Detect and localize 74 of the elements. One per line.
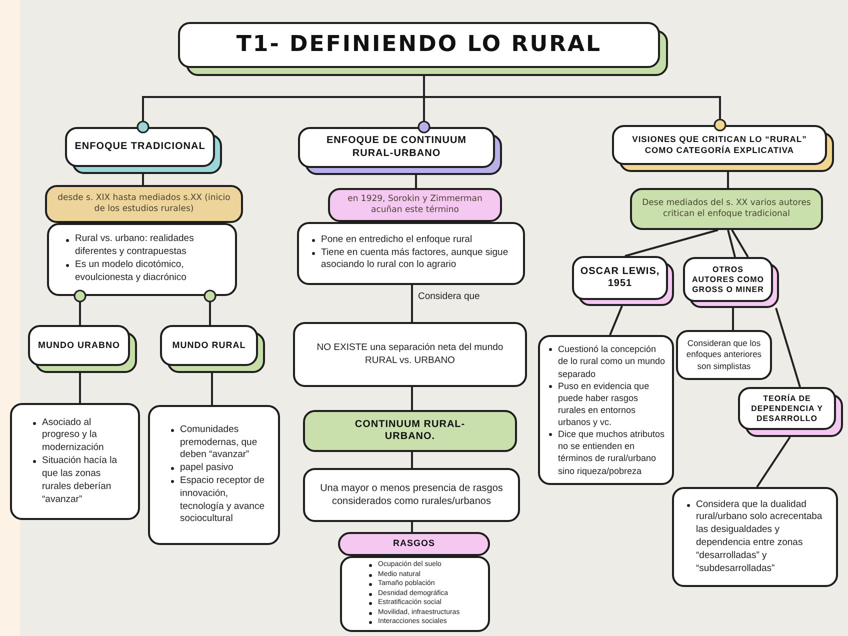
connector-line — [624, 229, 718, 257]
edge-label: Considera que — [416, 291, 482, 302]
list-item: Espacio receptor de innovación, tecnología y avance sociocultural — [168, 475, 268, 526]
heading-card — [160, 325, 265, 373]
list-item: Tiene en cuenta más factores, aunque sigue asociando lo rural con lo agrario — [309, 246, 517, 272]
heading-card — [572, 256, 674, 306]
banner-text: en 1929, Sorokin y Zimmerman acuñan este término — [346, 194, 484, 216]
list-item: Rural vs. urbano: realidades diferentes y contrapuestas — [63, 233, 229, 259]
list-item: Comunidades premodernas, que deben “avanzar” — [168, 424, 268, 462]
connector-line — [411, 387, 413, 410]
heading-card — [28, 325, 137, 373]
bullet-list-box — [340, 556, 490, 632]
heading-card — [612, 125, 834, 172]
heading-text: TEORÍA DE DEPENDENCIA Y DESARROLLO — [750, 394, 824, 424]
list-item: Situación hacía la que las zonas rurales deberían “avanzar” — [30, 455, 126, 506]
text-box — [676, 330, 772, 380]
list-item: papel pasivo — [168, 462, 268, 475]
heading-text: MUNDO RURAL — [172, 340, 246, 352]
info-banner — [45, 185, 243, 223]
body-text: Una mayor o menos presencia de rasgos considerados como rurales/urbanos — [319, 482, 504, 508]
info-banner — [328, 188, 502, 222]
connector-line — [609, 306, 623, 336]
heading-text: RASGOS — [392, 538, 435, 550]
list-item: Considera que la dualidad rural/urbano solo acrecentaba las desigualdades y dependencia entre zonas “desarrolladas” y “subdesarrolladas” — [684, 498, 830, 576]
heading-card — [338, 532, 490, 556]
connector-line — [74, 290, 86, 325]
bullet-list-box — [47, 223, 237, 296]
list-item: Pone en entredicho el enfoque rural — [309, 234, 517, 247]
connector-line — [423, 76, 726, 132]
connector-line — [727, 172, 729, 188]
list-item: Asociado al progreso y la modernización — [30, 416, 126, 456]
connector-line — [411, 285, 413, 322]
heading-text: ENFOQUE TRADICIONAL — [74, 140, 206, 154]
banner-text: Dese mediados del s. XX varios autores critican el enfoque tradicional — [641, 198, 812, 220]
bullet-list-box — [538, 335, 674, 485]
banner-text: desde s. XIX hasta mediados s.XX (inicio de los estudios rurales) — [56, 192, 232, 216]
heading-card — [303, 410, 517, 452]
heading-text: OTROS AUTORES COMO GROSS O MINER — [691, 264, 765, 294]
text-box — [293, 322, 527, 387]
info-banner — [630, 188, 823, 230]
body-text: NO EXISTE una separación neta del mundo RURAL vs. URBANO — [316, 342, 504, 367]
list-item: Cuestionó la concepción de lo rural como un mundo separado — [546, 343, 666, 380]
connector-line — [415, 175, 417, 188]
connector-line — [756, 436, 791, 488]
heading-text: MUNDO URABNO — [38, 340, 120, 352]
heading-text: ENFOQUE DE CONTINUUM RURAL-URBANO — [326, 135, 468, 160]
heading-text: VISIONES QUE CRITICAN LO “RURAL” COMO CATEGORÍA EXPLICATIVA — [631, 134, 808, 156]
connector-line — [775, 308, 801, 388]
connector-line — [732, 308, 734, 330]
heading-card — [298, 127, 502, 175]
connector-line — [211, 373, 213, 405]
title-text: T1- DEFINIENDO LO RURAL — [236, 30, 602, 59]
connector-line — [411, 452, 413, 468]
connector-line — [79, 373, 81, 403]
text-box — [303, 468, 520, 522]
heading-text: OSCAR LEWIS, 1951 — [580, 266, 660, 290]
bullet-list-box — [148, 405, 280, 545]
list-item: Puso en evidencia que puede haber rasgos rurales en entornos urbanos y vc. — [546, 380, 666, 428]
heading-text: CONTINUUM RURAL-URBANO. — [354, 418, 466, 444]
heading-card — [738, 387, 843, 437]
list-item: Dice que muchos atributos no se entienden en términos de rural/urbano sino riqueza/pobreza — [546, 428, 666, 477]
body-text: Consideran que los enfoques anteriores son simplistas — [685, 338, 763, 372]
heading-card — [65, 127, 222, 174]
title-card — [178, 22, 668, 76]
heading-card — [683, 257, 779, 308]
connector-line — [142, 174, 144, 185]
connector-line — [204, 290, 216, 325]
list-item: Es un modelo dicotómico, evoulcionesta y diacrónico — [63, 259, 229, 285]
connector-line — [727, 230, 736, 258]
bullet-list-box — [672, 487, 838, 587]
bullet-list-box — [10, 403, 140, 520]
connector-line — [731, 230, 749, 258]
connector-line — [411, 522, 413, 532]
bullet-list-box — [297, 222, 525, 285]
